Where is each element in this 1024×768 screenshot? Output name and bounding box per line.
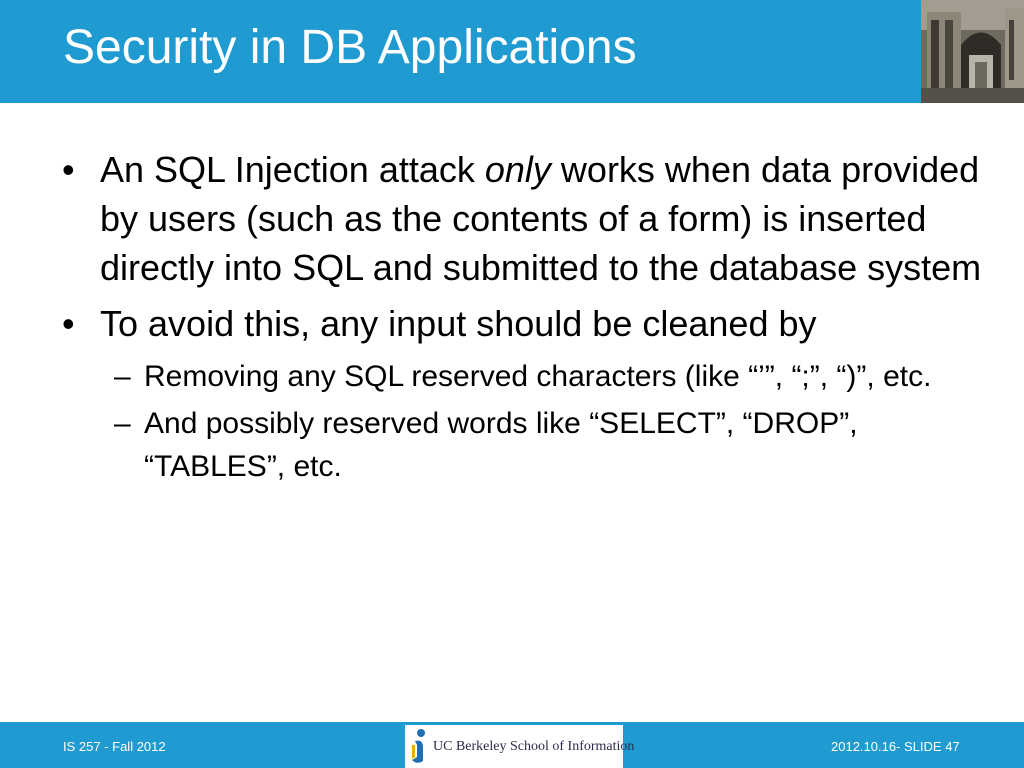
slide-title: Security in DB Applications <box>63 21 637 74</box>
sub-bullet-item: – Removing any SQL reserved characters (… <box>62 355 992 398</box>
bullet-dot: • <box>62 149 75 190</box>
bullet-text-end: works when data provided by users (such … <box>100 149 982 288</box>
bullet-item: – • An SQL Injection attack only works w… <box>62 145 992 292</box>
logo-text: UC Berkeley School of Information <box>433 739 635 754</box>
footer-course: IS 257 - Fall 2012 <box>63 739 166 754</box>
sub-bullet-text: And possibly reserved words like “SELECT… <box>144 407 858 483</box>
bullet-text-start: An SQL Injection attack <box>100 149 485 190</box>
campus-building-photo <box>921 0 1024 103</box>
ischool-logo-icon <box>412 729 425 763</box>
slide-body: – • An SQL Injection attack only works w… <box>62 145 992 492</box>
bullet-emphasis: only <box>484 149 551 190</box>
sub-bullet-item: – And possibly reserved words like “SELE… <box>62 402 992 488</box>
sub-bullet-dash: – <box>114 360 131 393</box>
bullet-item: • To avoid this, any input should be cle… <box>62 299 992 348</box>
slide-number: 2012.10.16- SLIDE 47 <box>831 739 960 754</box>
school-logo: UC Berkeley School of Information <box>405 725 634 768</box>
bullet-text: To avoid this, any input should be clean… <box>100 303 817 344</box>
sub-bullet-text: Removing any SQL reserved characters (li… <box>144 360 932 393</box>
sub-bullet-dash: – <box>114 407 131 440</box>
header-bar: Security in DB Applications <box>0 0 1024 103</box>
bullet-dot: • <box>62 303 75 344</box>
